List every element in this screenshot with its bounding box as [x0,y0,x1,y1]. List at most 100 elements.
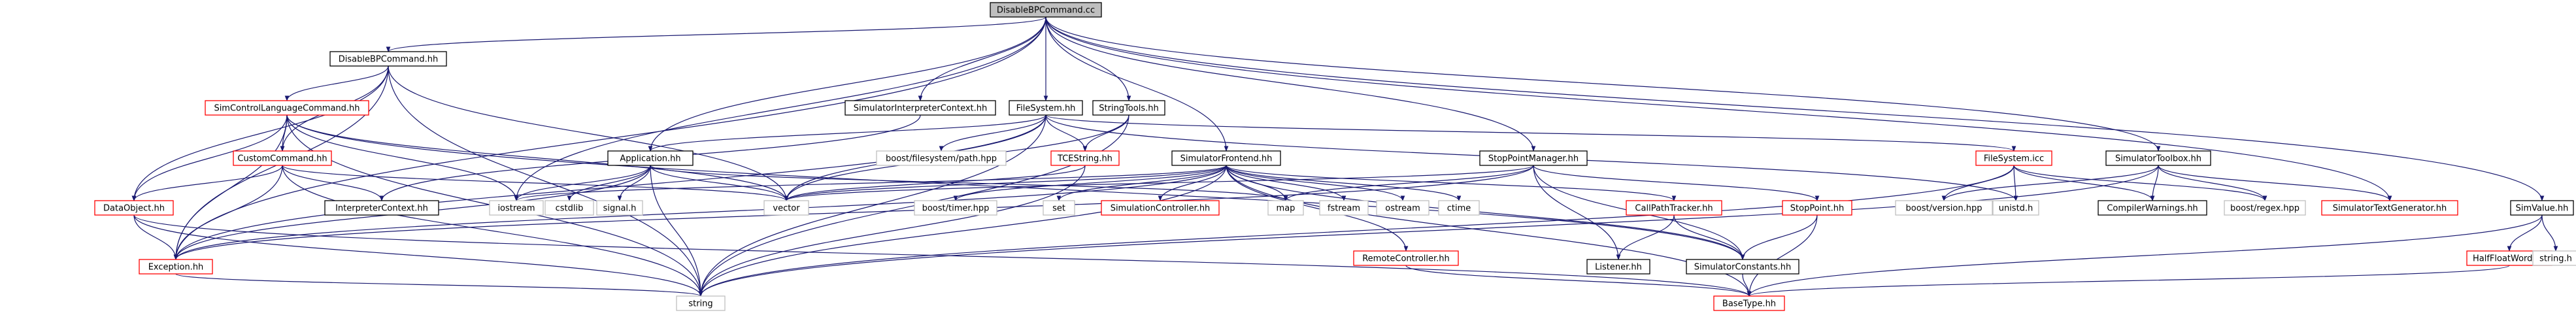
node-box [676,295,726,311]
node-box [763,200,809,216]
node-label: vector [773,204,800,214]
node-halffloatword[interactable]: HalfFloatWord.hh [2466,250,2552,266]
edge-disablebp_cc-to-simfrontend [1045,16,1229,152]
node-compiler-warnings[interactable]: CompilerWarnings.hh [2098,200,2207,216]
node-application[interactable]: Application.hh [607,150,694,166]
edge-application-to-cstdlib [567,165,651,201]
node-disablebp-cc[interactable]: DisableBPCommand.cc [990,2,1102,18]
edge-stoppoint_mgr-to-exception [173,165,1534,260]
node-box [845,100,996,116]
node-sim-text-gen[interactable]: SimulatorTextGenerator.hh [2321,200,2458,216]
node-label: CompilerWarnings.hh [2107,204,2198,214]
node-label: SimValue.hh [2516,204,2569,214]
edge-disablebp_hh-to-simcontrol [284,65,389,101]
node-label: StopPoint.hh [1790,204,1844,214]
node-remote-controller[interactable]: RemoteController.hh [1353,250,1459,266]
node-box [876,150,1007,166]
node-label: boost/timer.hpp [922,204,990,214]
node-box [1353,250,1459,266]
edge-disablebp_hh-to-string [388,65,703,297]
node-stoppoint-mgr[interactable]: StopPointManager.hh [1479,150,1588,166]
node-box [489,200,544,216]
node-sim-constants[interactable]: SimulatorConstants.hh [1686,259,1799,275]
edge-filesystem_hh-to-filesystem_icc [1045,114,2016,152]
node-label: RemoteController.hh [1362,254,1450,264]
node-label: FileSystem.hh [1016,104,1076,114]
node-filesystem-icc[interactable]: FileSystem.icc [1975,150,2052,166]
node-set: set [1043,200,1075,216]
node-simfrontend[interactable]: SimulatorFrontend.hh [1171,150,1281,166]
node-disablebp-hh[interactable]: DisableBPCommand.hh [329,51,447,67]
edge-simfrontend-to-exception [173,165,1227,260]
node-cstdlib: cstdlib [544,200,594,216]
node-listener[interactable]: Listener.hh [1586,259,1650,275]
include-nodes: DisableBPCommand.ccDisableBPCommand.hhSi… [94,2,2576,311]
edge-stoppoint_mgr-to-stoppoint [1533,165,1820,201]
node-fstream: fstream [1319,200,1369,216]
node-box [1171,150,1281,166]
node-stoppoint[interactable]: StopPoint.hh [1782,200,1852,216]
edge-dataobject-to-string [133,214,703,297]
node-box [1043,200,1075,216]
edge-callpath-to-listener [1616,214,1675,260]
node-label: boost/filesystem/path.hpp [886,154,997,164]
edge-application-to-vector [650,165,789,201]
node-exception[interactable]: Exception.hh [139,259,213,275]
edge-dataobject-to-exception [133,214,178,260]
node-label: signal.h [603,204,637,214]
edge-simcontrol-to-sim_constants [286,114,1745,260]
node-box [139,259,213,275]
node-dataobject[interactable]: DataObject.hh [94,200,174,216]
edge-simcontrol-to-dataobject [131,114,288,201]
node-interpreter-ctx[interactable]: InterpreterContext.hh [324,200,439,216]
node-label: Listener.hh [1595,263,1642,273]
node-filesystem-hh[interactable]: FileSystem.hh [1009,100,1083,116]
edge-customcommand-to-interpreter_ctx [282,165,384,201]
node-sim-interp-ctx[interactable]: SimulatorInterpreterContext.hh [845,100,996,116]
edge-disablebp_cc-to-exception [173,16,1046,260]
node-label: SimControlLanguageCommand.hh [214,104,360,114]
node-box [94,200,174,216]
node-label: DataObject.hh [103,204,165,214]
edge-simfrontend-to-ctime [1226,165,1462,201]
node-label: SimulatorTextGenerator.hh [2333,204,2447,214]
edge-application-to-map [650,165,1288,201]
edge-filesystem_icc-to-boost_regex [2013,165,2267,201]
edge-disablebp_cc-to-sim_interp_ctx [918,16,1046,101]
edge-simfrontend-to-ostream [1226,165,1405,201]
node-simvalue[interactable]: SimValue.hh [2510,200,2574,216]
edge-simcontrol-to-iostream [286,114,519,201]
node-stringtools[interactable]: StringTools.hh [1092,100,1165,116]
node-box [596,200,643,216]
node-string-h: string.h [2532,250,2576,266]
node-sim-controller[interactable]: SimulationController.hh [1101,200,1220,216]
node-box [1101,200,1220,216]
edge-disablebp_cc-to-iostream [514,16,1046,201]
node-label: HalfFloatWord.hh [2473,254,2546,264]
node-basetype[interactable]: BaseType.hh [1713,295,1785,311]
node-tcestring[interactable]: TCEString.hh [1050,150,1120,166]
node-box [329,51,447,67]
node-label: StopPointManager.hh [1488,154,1579,164]
node-callpath[interactable]: CallPathTracker.hh [1626,200,1722,216]
node-box [1992,200,2039,216]
edge-stoppoint-to-basetype [1747,214,1818,297]
node-label: DisableBPCommand.hh [339,55,438,65]
node-box [2105,150,2211,166]
edge-simfrontend-to-remote_controller [1226,165,1409,252]
node-unistd: unistd.h [1992,200,2039,216]
node-customcommand[interactable]: CustomCommand.hh [233,150,332,166]
edge-simcontrol-to-exception [173,114,288,260]
node-box [544,200,594,216]
node-label: fstream [1328,204,1360,214]
node-box [1713,295,1785,311]
node-box [990,2,1102,18]
node-label: CallPathTracker.hh [1635,204,1713,214]
node-simtoolbox[interactable]: SimulatorToolbox.hh [2105,150,2211,166]
node-label: cstdlib [556,204,584,214]
node-label: ostream [1385,204,1420,214]
node-simcontrol[interactable]: SimControlLanguageCommand.hh [205,100,369,116]
node-box [1626,200,1722,216]
node-box [1267,200,1304,216]
edge-remote_controller-to-basetype [1405,265,1752,297]
